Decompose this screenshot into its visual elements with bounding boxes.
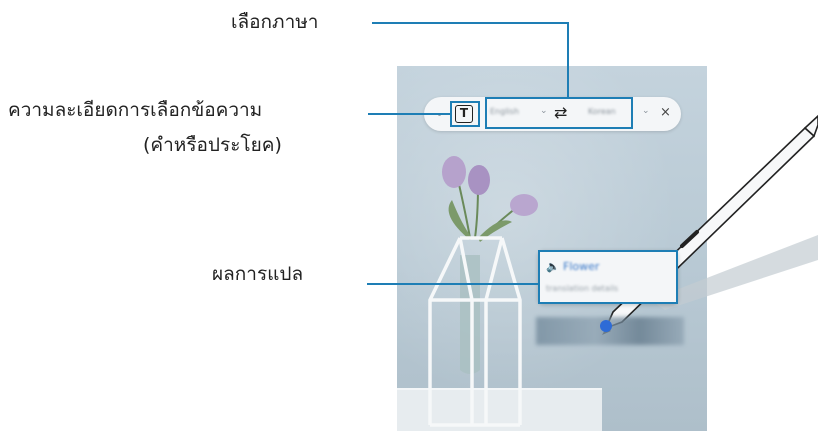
source-language-select[interactable]: English: [490, 107, 519, 116]
table-top: [397, 388, 602, 431]
leader-language-v: [567, 22, 569, 97]
granularity-highlight-box: [450, 101, 480, 127]
translation-detail: translation details: [546, 284, 619, 293]
chevron-down-icon[interactable]: ⌄: [540, 106, 548, 116]
close-icon[interactable]: ×: [660, 105, 671, 120]
callout-granularity: ความละเอียดการเลือกข้อความ: [8, 99, 263, 121]
translation-result-card[interactable]: 🔈 Flower translation details: [538, 250, 678, 304]
callout-result: ผลการแปล: [212, 263, 304, 285]
chevron-down-icon[interactable]: ⌄: [642, 106, 650, 116]
result-highlight-box: [538, 250, 678, 304]
swap-icon[interactable]: ⇄: [554, 103, 568, 122]
language-highlight-box: [485, 97, 633, 129]
leader-granularity-h: [368, 113, 450, 115]
leader-result-h: [367, 283, 539, 285]
text-granularity-icon[interactable]: T: [455, 105, 473, 123]
speaker-icon[interactable]: 🔈: [546, 260, 560, 273]
callout-language-select: เลือกภาษา: [231, 11, 319, 33]
callout-granularity-note: (คำหรือประโยค): [143, 134, 282, 156]
leader-language-h: [372, 22, 568, 24]
translated-word: Flower: [563, 260, 600, 273]
target-language-select[interactable]: Korean: [588, 107, 616, 116]
pen-hover-pointer: [600, 320, 612, 332]
